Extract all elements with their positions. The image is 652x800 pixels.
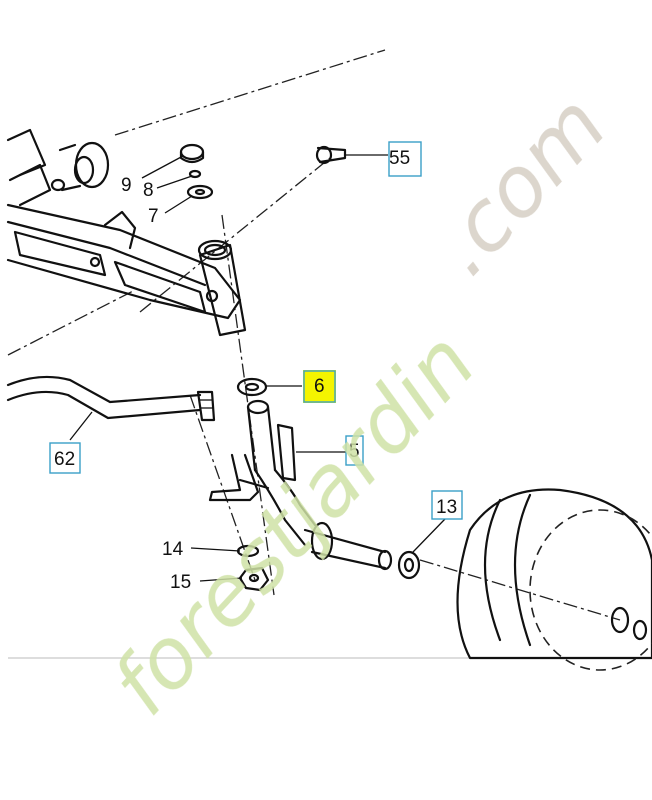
callout-62: 62 [54, 449, 75, 470]
callout-13: 13 [436, 497, 457, 518]
callout-8: 8 [143, 180, 154, 201]
spindle-tube [197, 239, 247, 337]
watermark: forestjardin .com [93, 76, 625, 734]
wheel [456, 488, 652, 671]
spindle-5 [208, 399, 393, 571]
watermark-domain: .com [413, 76, 625, 294]
washer-6 [236, 377, 268, 397]
callout-7: 7 [148, 206, 159, 227]
callout-9: 9 [121, 175, 132, 196]
leader-lines [69, 154, 446, 582]
washer-13 [397, 550, 421, 580]
bushing-55 [315, 145, 347, 165]
callout-55: 55 [389, 148, 410, 169]
axle-beam [6, 203, 242, 320]
hardware-top [179, 143, 214, 200]
highlight-marker [303, 370, 336, 403]
callout-15: 15 [170, 572, 191, 593]
callout-5: 5 [349, 441, 360, 462]
callout-6: 6 [314, 376, 325, 397]
callout-boxes [49, 141, 463, 520]
callout-14: 14 [162, 539, 184, 560]
pivot-bracket [6, 128, 110, 207]
assembly-lines [7, 49, 621, 621]
tie-rod-62 [6, 375, 216, 422]
watermark-brand: forestjardin [93, 313, 494, 733]
